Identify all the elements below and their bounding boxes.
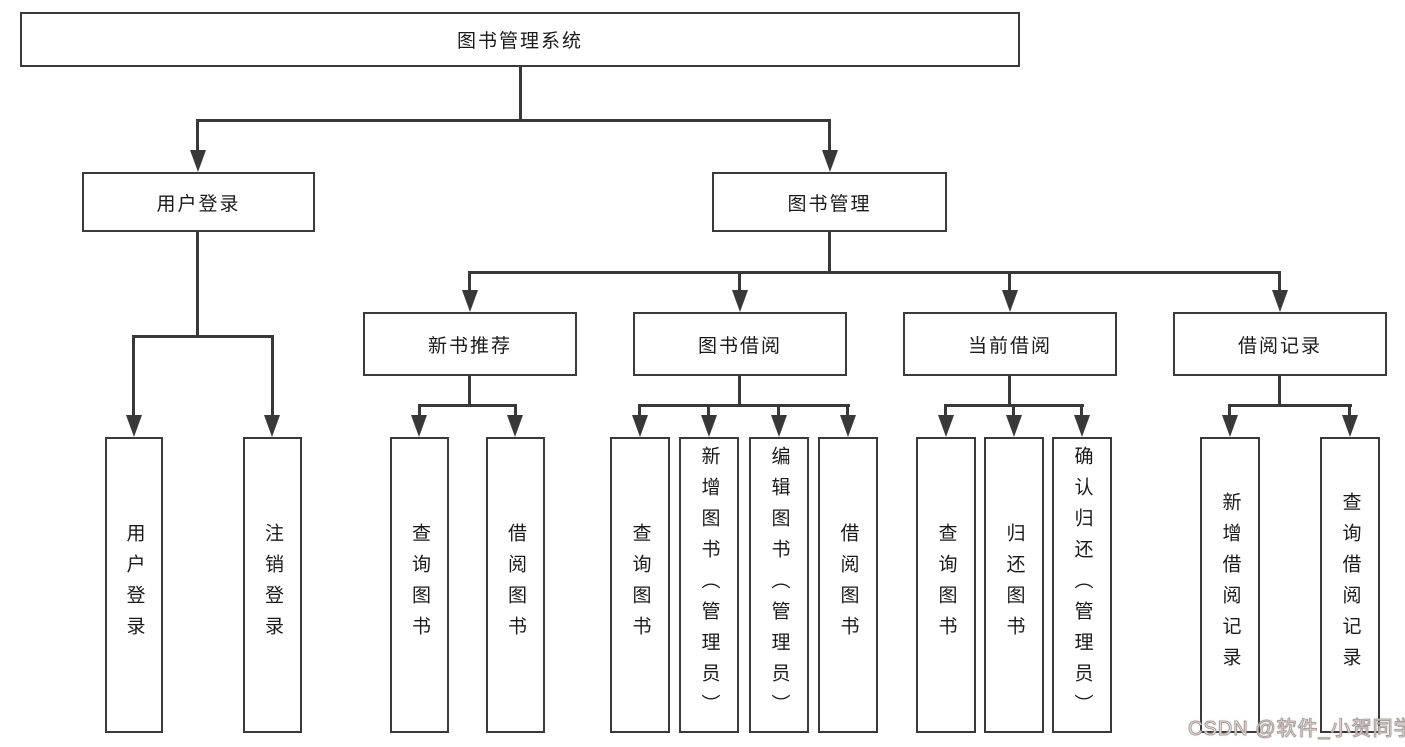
leaf-label: 归还图书 — [1003, 523, 1025, 647]
node-new-book-recommend: 新书推荐 — [363, 312, 577, 376]
leaf-query-books-current: 查询图书 — [916, 437, 976, 733]
node-label: 用户登录 — [156, 193, 241, 215]
node-book-borrow: 图书借阅 — [633, 312, 847, 376]
connector-drop-new-book — [468, 271, 471, 292]
connector-drop — [514, 404, 517, 418]
leaf-label: 用户登录 — [123, 523, 145, 647]
leaf-label: 查询图书 — [935, 523, 957, 647]
connector-drop-user-login — [196, 119, 199, 152]
node-library-management-system: 图书管理系统 — [20, 12, 1020, 67]
arrowhead-down-icon — [771, 415, 787, 437]
connector-drop-borrow-records — [1278, 271, 1281, 292]
leaf-label: 借阅图书 — [505, 523, 526, 647]
node-label: 图书管理系统 — [456, 31, 583, 52]
connector-book-borrow-stem — [738, 376, 741, 406]
arrowhead-down-icon — [507, 415, 523, 437]
leaf-label: 借阅图书 — [837, 523, 859, 647]
node-book-management: 图书管理 — [712, 172, 947, 232]
node-label: 新书推荐 — [427, 335, 512, 357]
connector-borrow-records-stem — [1278, 376, 1281, 406]
node-label: 借阅记录 — [1237, 335, 1322, 357]
arrowhead-down-icon — [1002, 290, 1018, 312]
arrowhead-down-icon — [938, 415, 954, 437]
connector-root-branch — [197, 119, 831, 122]
connector-user-login-stem — [196, 232, 199, 336]
connector-drop — [707, 404, 710, 418]
connector-drop — [1228, 404, 1231, 418]
node-label: 图书借阅 — [697, 335, 782, 357]
arrowhead-down-icon — [126, 415, 142, 437]
leaf-label: 编辑图书（管理员） — [768, 445, 790, 725]
leaf-borrow-books-recommend: 借阅图书 — [486, 437, 545, 733]
leaf-label: 注销登录 — [262, 523, 283, 647]
connector-drop-book-borrow — [738, 271, 741, 292]
arrowhead-down-icon — [1342, 415, 1358, 437]
connector-book-borrow-branch — [638, 404, 850, 407]
arrowhead-down-icon — [264, 415, 280, 437]
leaf-label: 查询图书 — [629, 523, 651, 647]
connector-new-book-stem — [468, 376, 471, 406]
leaf-logout: 注销登录 — [243, 437, 302, 733]
connector-drop-current-borrow — [1008, 271, 1011, 292]
leaf-query-books-recommend: 查询图书 — [390, 437, 449, 733]
leaf-label: 确认归还（管理员） — [1071, 445, 1093, 725]
connector-drop — [418, 404, 421, 418]
node-current-borrow: 当前借阅 — [903, 312, 1117, 376]
arrowhead-down-icon — [1006, 415, 1022, 437]
leaf-query-borrow-record: 查询借阅记录 — [1320, 437, 1380, 733]
connector-drop — [638, 404, 641, 418]
arrowhead-down-icon — [411, 415, 427, 437]
arrowhead-down-icon — [632, 415, 648, 437]
leaf-user-login: 用户登录 — [105, 437, 163, 733]
connector-drop — [1012, 404, 1015, 418]
leaf-label: 新增图书（管理员） — [698, 445, 720, 725]
connector-book-management-branch — [468, 271, 1281, 274]
leaf-label: 新增借阅记录 — [1219, 492, 1241, 678]
connector-drop-leaf-logout — [271, 335, 274, 420]
leaf-return-book: 归还图书 — [984, 437, 1044, 733]
leaf-label: 查询借阅记录 — [1339, 492, 1361, 678]
connector-drop-book-management — [828, 119, 831, 152]
connector-user-login-branch — [133, 335, 274, 338]
leaf-edit-book-admin: 编辑图书（管理员） — [749, 437, 809, 733]
connector-book-management-stem — [828, 232, 831, 273]
leaf-query-books-borrow: 查询图书 — [610, 437, 670, 733]
arrowhead-down-icon — [190, 150, 206, 172]
connector-current-borrow-stem — [1008, 376, 1011, 406]
arrowhead-down-icon — [701, 415, 717, 437]
arrowhead-down-icon — [1222, 415, 1238, 437]
connector-drop — [1080, 404, 1083, 418]
arrowhead-down-icon — [1074, 415, 1090, 437]
arrowhead-down-icon — [462, 290, 478, 312]
node-label: 当前借阅 — [967, 335, 1052, 357]
leaf-add-borrow-record: 新增借阅记录 — [1200, 437, 1260, 733]
csdn-watermark: CSDN @软件_小贺同学 — [1188, 718, 1405, 741]
connector-new-book-branch — [418, 404, 517, 407]
node-label: 图书管理 — [787, 193, 872, 215]
arrowhead-down-icon — [822, 150, 838, 172]
arrowhead-down-icon — [732, 290, 748, 312]
connector-drop — [777, 404, 780, 418]
leaf-add-book-admin: 新增图书（管理员） — [679, 437, 739, 733]
leaf-confirm-return-admin: 确认归还（管理员） — [1052, 437, 1112, 733]
connector-root-stem — [519, 67, 522, 119]
connector-drop — [944, 404, 947, 418]
arrowhead-down-icon — [1272, 290, 1288, 312]
arrowhead-down-icon — [840, 415, 856, 437]
node-borrow-records: 借阅记录 — [1173, 312, 1387, 376]
connector-drop — [846, 404, 849, 418]
connector-borrow-records-branch — [1228, 404, 1352, 407]
leaf-borrow-books: 借阅图书 — [818, 437, 878, 733]
node-user-login: 用户登录 — [82, 172, 315, 232]
connector-drop-leaf-user-login — [132, 335, 135, 420]
leaf-label: 查询图书 — [409, 523, 430, 647]
connector-drop — [1348, 404, 1351, 418]
